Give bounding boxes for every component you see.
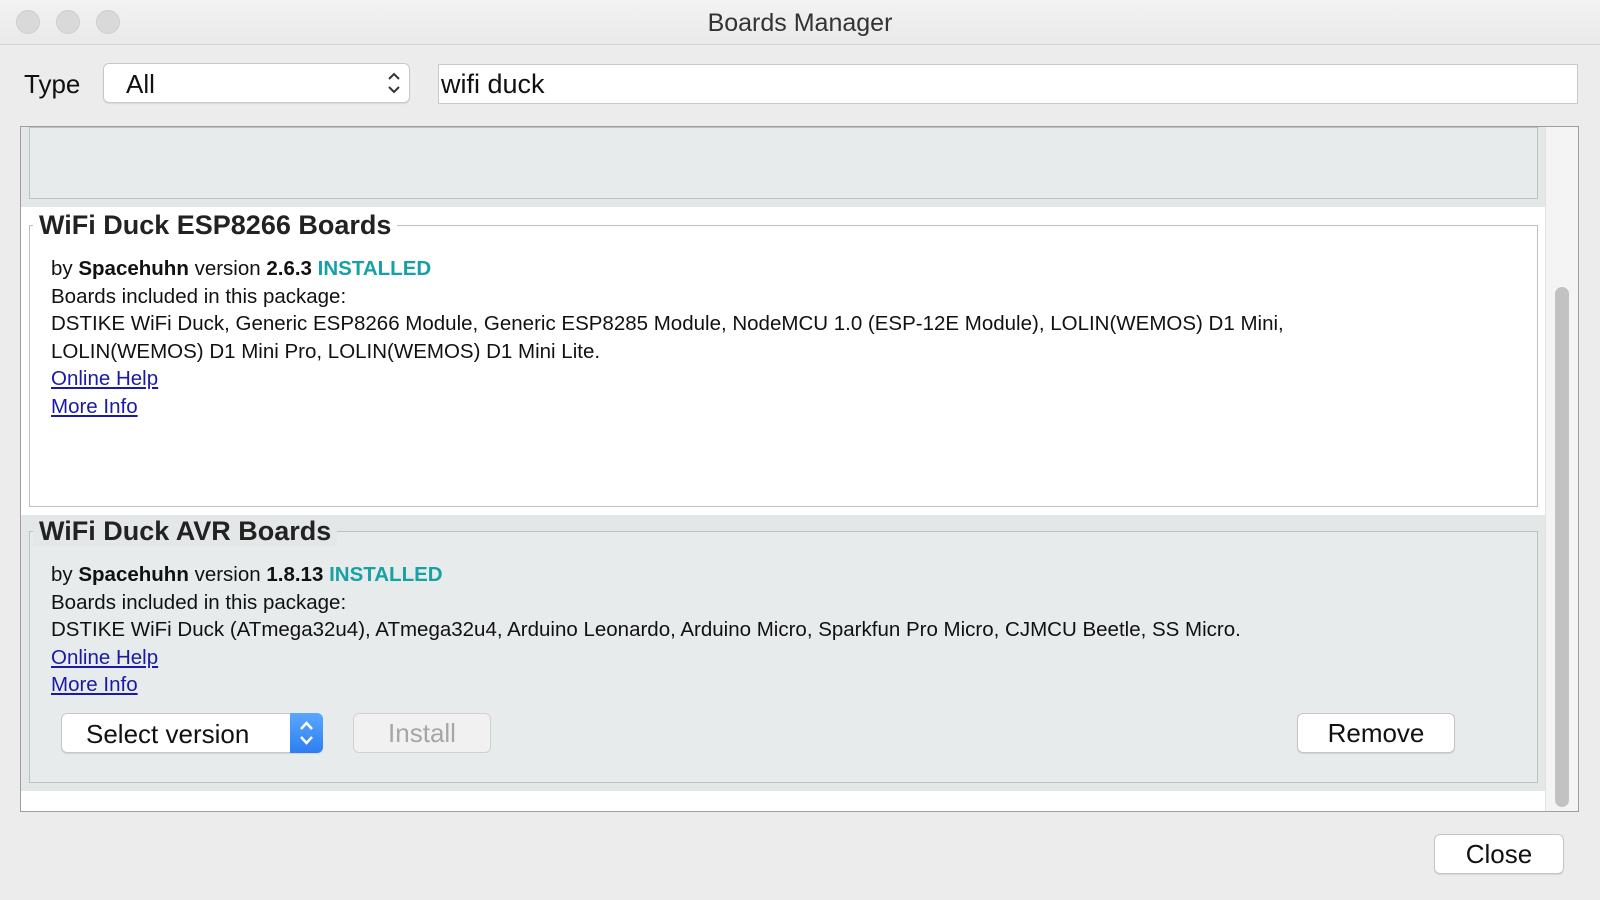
entry-frame (29, 127, 1538, 199)
boards-list-line2: LOLIN(WEMOS) D1 Mini Pro, LOLIN(WEMOS) D… (51, 340, 601, 363)
install-button[interactable]: Install (353, 713, 491, 753)
version-label: version (194, 257, 261, 280)
select-version-label: Select version (86, 719, 250, 749)
entry-frame (29, 225, 1538, 507)
scrollbar[interactable] (1545, 127, 1578, 811)
installed-badge: INSTALLED (317, 257, 432, 280)
entry-meta: by Spacehuhn version 2.6.3 INSTALLED (51, 255, 431, 283)
boards-list[interactable]: WiFi Duck ESP8266 Boards by Spacehuhn ve… (20, 126, 1579, 812)
close-button[interactable]: Close (1434, 834, 1564, 874)
version-number: 2.6.3 (266, 257, 312, 280)
online-help-link[interactable]: Online Help (51, 646, 159, 669)
scrollbar-thumb[interactable] (1555, 287, 1569, 807)
list-item[interactable]: WiFi Duck AVR Boards by Spacehuhn versio… (21, 515, 1546, 791)
entry-meta: by Spacehuhn version 1.8.13 INSTALLED (51, 561, 443, 589)
search-input[interactable] (439, 65, 1579, 103)
up-down-chevron-icon (388, 72, 400, 94)
close-window-icon[interactable] (16, 10, 40, 34)
list-item[interactable]: WiFi Duck ESP8266 Boards by Spacehuhn ve… (21, 209, 1546, 515)
title-bar: Boards Manager (0, 0, 1600, 45)
author: Spacehuhn (78, 563, 189, 586)
zoom-window-icon[interactable] (96, 10, 120, 34)
type-dropdown[interactable]: All (103, 63, 410, 103)
dropdown-button[interactable] (290, 713, 323, 753)
more-info-link[interactable]: More Info (51, 395, 138, 418)
entry-title: WiFi Duck AVR Boards (33, 515, 338, 547)
by-label: by (51, 257, 73, 280)
boards-label: Boards included in this package: (51, 591, 347, 614)
type-dropdown-value: All (126, 69, 155, 99)
minimize-window-icon[interactable] (56, 10, 80, 34)
more-info-link[interactable]: More Info (51, 673, 138, 696)
window-title: Boards Manager (707, 9, 893, 37)
select-version-dropdown[interactable]: Select version (61, 713, 323, 753)
boards-list-line1: DSTIKE WiFi Duck (ATmega32u4), ATmega32u… (51, 618, 1241, 641)
entry-title: WiFi Duck ESP8266 Boards (33, 209, 398, 241)
by-label: by (51, 563, 73, 586)
up-down-chevron-icon (300, 721, 313, 745)
search-field[interactable] (438, 64, 1579, 104)
boards-list-line1: DSTIKE WiFi Duck, Generic ESP8266 Module… (51, 312, 1284, 335)
type-label: Type (24, 69, 81, 99)
author: Spacehuhn (78, 257, 189, 280)
online-help-link[interactable]: Online Help (51, 367, 159, 390)
version-label: version (194, 563, 261, 586)
boards-label: Boards included in this package: (51, 285, 347, 308)
remove-button[interactable]: Remove (1297, 713, 1455, 753)
list-item[interactable] (21, 127, 1546, 207)
installed-badge: INSTALLED (329, 563, 443, 586)
version-number: 1.8.13 (266, 563, 324, 586)
